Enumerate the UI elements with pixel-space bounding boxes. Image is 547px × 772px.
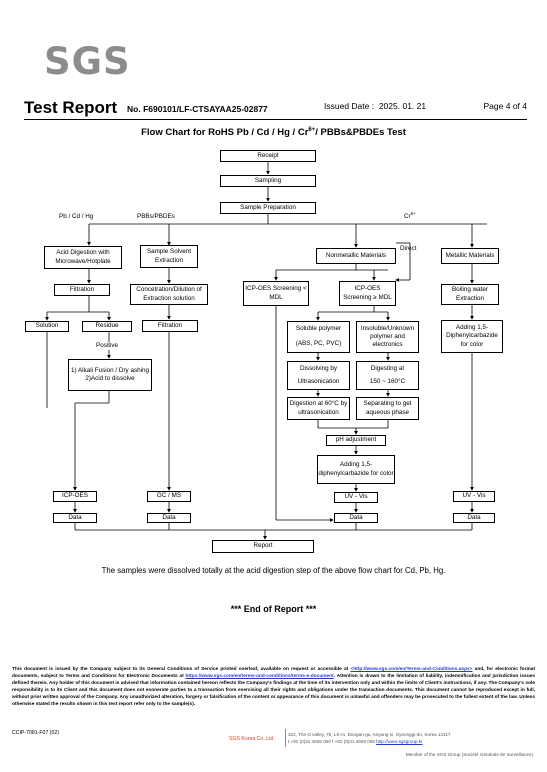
issued-date: Issued Date : 2025. 01. 21 <box>324 101 426 111</box>
alkali-step-2: 2)Acid to dissolve <box>85 375 135 382</box>
alkali-fusion-box: 1) Alkali Fusion / Dry ashing 2)Acid to … <box>68 359 152 391</box>
branch-label-cr: Cr6+ <box>404 211 416 221</box>
acid-digestion-box: Acid Digestion with Microwave/Hotplate <box>44 246 122 269</box>
cr-sup: 6+ <box>410 211 416 216</box>
adding-dpc-box: Adding 1,5-diphenylcarbazide for color <box>317 455 395 484</box>
terms-link[interactable]: <http://www.sgs.com/en/Terms-and-Conditi… <box>350 667 473 672</box>
uv-vis-box-2: UV - Vis <box>453 491 495 502</box>
filtration-box-2: Filtration <box>142 320 198 332</box>
sample-solvent-box: Sample Solvent Extraction <box>140 245 198 268</box>
contact-line: t +82 (0)31 4608 000 f +82 (0)31 4608 05… <box>288 738 450 745</box>
website-link[interactable]: http://www.sgsgroup.kr <box>376 739 423 745</box>
fc-title-post: / PBBs&PBDEs Test <box>315 127 406 139</box>
data-box-4: Data <box>453 513 495 523</box>
disclaimer-part-2: and, for electronic format documents, su… <box>12 667 535 679</box>
dissolving-label: Dissolving by <box>299 364 338 372</box>
ultrasonication-label: Ultrasonication <box>297 378 340 386</box>
report-title: Test Report <box>24 98 118 117</box>
filtration-box: Filtration <box>54 284 110 296</box>
icp-screening-lt-box: ICP-OES Screening < MDL <box>243 281 309 306</box>
report-no-value: F690101/LF-CTSAYAA25-02877 <box>143 104 268 114</box>
sampling-box: Sampling <box>220 175 316 187</box>
disclaimer-part-3: . Attention is drawn to the limitation o… <box>12 673 535 707</box>
fc-title-sup: 6+ <box>308 127 316 133</box>
icp-oes-box: ICP-OES <box>53 491 97 502</box>
data-box-2: Data <box>147 513 191 523</box>
report-header: Test Report No. F690101/LF-CTSAYAA25-028… <box>24 98 527 118</box>
page-number: Page 4 of 4 <box>483 101 527 111</box>
footer-divider <box>285 729 286 747</box>
branch-label-pb-cd-hg: Pb / Cd / Hg <box>59 213 94 220</box>
data-box-3: Data <box>334 513 378 523</box>
adding-dpc-box-2: Adding 1,5-Diphenylcarbazide for color <box>441 320 503 353</box>
alkali-step-1: 1) Alkali Fusion / Dry ashing <box>70 366 150 374</box>
company-address: 322, The O valley, 76, LS-ro, Dongan-gu,… <box>288 731 450 746</box>
phone-fax: t +82 (0)31 4608 000 f +82 (0)31 4608 05… <box>288 739 375 745</box>
icp-screening-ge-box: ICP-OES Screening ≥ MDL <box>339 281 396 306</box>
digestion-note: The samples were dissolved totally at th… <box>101 566 446 575</box>
form-number: CCIP-7081-F07 (02) <box>12 730 59 736</box>
company-name: SGS Korea Co.,Ltd. <box>229 736 275 742</box>
digest-temp-label: 150 ~ 160°C <box>369 378 406 386</box>
disclaimer-part-1: This document is issued by the Company s… <box>12 667 349 672</box>
fc-title-pre: Flow Chart for RoHS Pb / Cd / Hg / Cr <box>141 127 309 139</box>
report-number: No. F690101/LF-CTSAYAA25-02877 <box>127 104 268 114</box>
boiling-water-box: Boiling water Extraction <box>441 284 499 305</box>
soluble-polymer-types: (ABS, PC, PVC) <box>295 340 342 348</box>
digestion-60-box: Digestion at 60°C by ultrasonication <box>287 397 350 420</box>
sgs-logo: SGS <box>44 40 131 83</box>
soluble-polymer-box: Soluble polymer (ABS, PC, PVC) <box>287 321 350 353</box>
flowchart-title: Flow Chart for RoHS Pb / Cd / Hg / Cr6+/… <box>0 127 547 138</box>
gcms-box: GC / MS <box>147 491 191 502</box>
nonmetallic-box: Nonmetallic Materials <box>316 248 396 264</box>
concentration-box: Concetration/Dilution of Extraction solu… <box>130 284 208 305</box>
branch-label-pbbs: PBBs/PBDEs <box>137 213 175 220</box>
insoluble-polymer-box: Insoluble/Unknown polymer and electronic… <box>356 321 419 353</box>
address-line: 322, The O valley, 76, LS-ro, Dongan-gu,… <box>288 732 451 737</box>
digesting-label: Digesting at <box>370 364 405 372</box>
end-of-report: *** End of Report *** <box>230 604 317 614</box>
uv-vis-box: UV - Vis <box>334 492 378 503</box>
dissolving-box: Dissolving by Ultrasonication <box>287 361 350 390</box>
receipt-box: Receipt <box>220 150 316 162</box>
ph-adjustment-box: pH adjustment <box>326 435 386 446</box>
header-divider <box>24 119 527 120</box>
positive-label: Positive <box>94 342 121 351</box>
report-box: Report <box>212 540 314 553</box>
solution-box: Solution <box>25 321 69 332</box>
disclaimer: This document is issued by the Company s… <box>12 667 535 709</box>
metallic-box: Metallic Materials <box>441 248 499 264</box>
sample-preparation-box: Sample Preparation <box>220 202 316 214</box>
direct-label: Direct <box>400 245 417 252</box>
digesting-box: Digesting at 150 ~ 160°C <box>356 361 419 390</box>
e-document-terms-link[interactable]: https://www.sgs.com/en/terms-and-conditi… <box>185 673 334 679</box>
residue-box: Residue <box>82 321 132 332</box>
data-box-1: Data <box>53 513 97 523</box>
cr-label: Cr <box>404 213 411 221</box>
separating-box: Separating to get aqueous phase <box>356 397 419 420</box>
issued-value: 2025. 01. 21 <box>378 101 427 111</box>
report-no-label: No. <box>127 104 141 114</box>
issued-label: Issued Date : <box>324 101 375 111</box>
soluble-polymer-label: Soluble polymer <box>295 325 342 333</box>
sgs-member-line: Member of the SGS Group (Société Général… <box>405 752 533 757</box>
